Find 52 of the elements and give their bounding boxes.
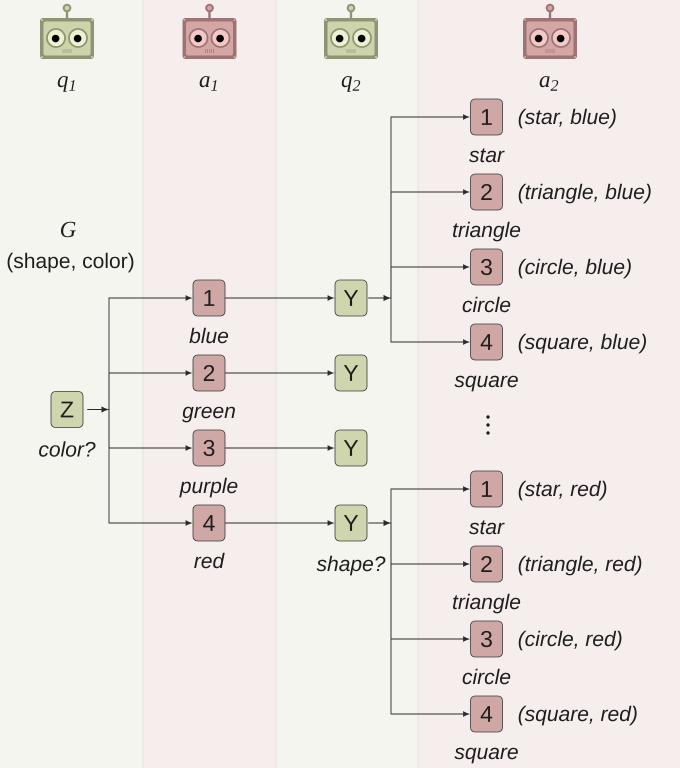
number-box: 3 [470, 248, 503, 286]
node-caption: blue [189, 328, 228, 344]
tuple-label: (star, blue) [518, 108, 616, 128]
node-caption: triangle [453, 222, 520, 242]
node-caption: shape? [316, 556, 386, 576]
connector-arrow [368, 520, 469, 717]
variable-box: Y [334, 280, 368, 316]
variable-box: Y [334, 430, 368, 466]
number-box: 1 [192, 280, 226, 316]
variable-box: Z [50, 391, 84, 428]
node-caption: star [469, 148, 505, 162]
math-label: q$_{2}$ [342, 76, 360, 92]
tuple-label: (square, red) [518, 706, 637, 726]
tuple-label: (triangle, red) [518, 556, 642, 576]
number-box: 3 [192, 430, 226, 466]
variable-box: Y [334, 504, 368, 542]
tuple-label: (star, red) [518, 480, 606, 500]
math-label: a$_{2}$ [540, 76, 558, 91]
number-box: 1 [470, 470, 503, 508]
node-caption: star [469, 520, 505, 534]
tuple-label: (triangle, blue) [518, 184, 651, 204]
number-box: 4 [192, 504, 226, 542]
node-caption: circle [462, 296, 510, 312]
math-label: G [60, 222, 76, 238]
tuple-label: (circle, red) [518, 630, 622, 650]
node-caption: color? [39, 441, 96, 457]
variable-box: Y [334, 354, 368, 392]
number-box: 1 [470, 98, 503, 136]
connector-arrow [224, 295, 334, 301]
node-caption: square [454, 748, 518, 764]
node-caption: red [194, 552, 225, 568]
tuple-label: (square, blue) [518, 334, 646, 354]
connector-arrow [86, 406, 192, 526]
connector-arrow [224, 520, 334, 526]
node-caption: circle [462, 668, 510, 684]
number-box: 3 [470, 620, 503, 658]
connector-arrow [224, 370, 334, 376]
number-box: 2 [470, 546, 503, 582]
node-caption: square [454, 376, 518, 392]
math-label: q$_{1}$ [58, 76, 75, 92]
connector-arrow [368, 295, 469, 345]
number-box: 4 [470, 696, 503, 732]
node-caption: triangle [453, 594, 520, 614]
node-caption: purple [179, 478, 238, 498]
math-label: a$_{1}$ [200, 76, 217, 91]
connector-arrow [224, 445, 334, 451]
tuple-label: (circle, blue) [518, 258, 631, 278]
number-box: 4 [470, 324, 503, 360]
number-box: 2 [192, 354, 226, 392]
node-caption: green [182, 406, 235, 422]
caption-text: (shape, color) [8, 252, 134, 272]
number-box: 2 [470, 174, 503, 210]
